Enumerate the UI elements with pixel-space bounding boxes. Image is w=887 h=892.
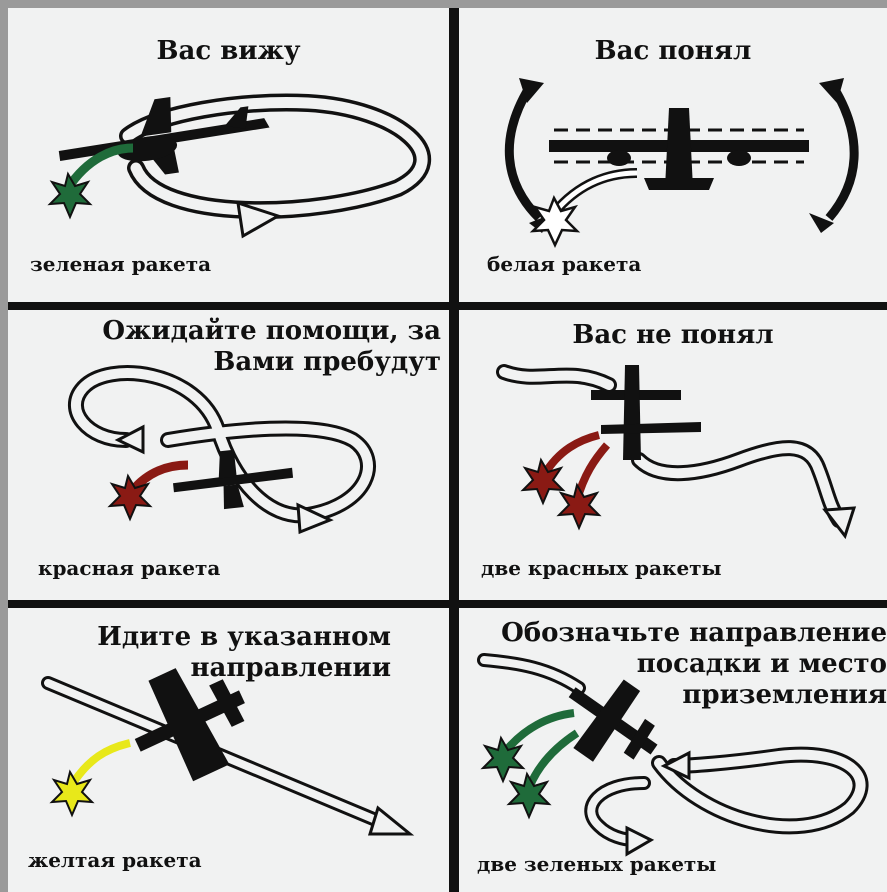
- flare-caption: желтая ракета: [28, 848, 202, 872]
- panel-proceed-direction: Идите в указанном направлении желтая рак…: [8, 608, 449, 892]
- title-line: Идите в указанном: [97, 622, 391, 653]
- panel-await-help: Ожидайте помощи, за Вами пребудут красна…: [8, 310, 449, 600]
- title-line: приземления: [501, 680, 887, 711]
- aircraft-icon: [549, 108, 809, 190]
- signal-flare-icon: [559, 445, 607, 528]
- panel-title: Вас вижу: [8, 36, 449, 67]
- panel-mark-landing: Обозначьте направление посадки и место п…: [459, 608, 887, 892]
- signal-flare-icon: [52, 743, 130, 815]
- title-line: Вас не понял: [459, 320, 887, 351]
- grid-divider: [0, 600, 887, 608]
- title-line: Обозначьте направление: [501, 618, 887, 649]
- flare-caption: красная ракета: [38, 556, 220, 580]
- flare-caption: зеленая ракета: [30, 252, 211, 276]
- title-line: Вас вижу: [8, 36, 449, 67]
- signal-flare-icon: [533, 173, 637, 245]
- title-line: посадки и место: [501, 649, 887, 680]
- signal-flare-icon: [110, 465, 188, 519]
- title-line: Вас понял: [459, 36, 887, 67]
- panel-i-see-you: Вас вижу зеленая ракета: [8, 8, 449, 302]
- grid-border: [0, 0, 887, 8]
- panel-understood: Вас понял белая ракета: [459, 8, 887, 302]
- flare-caption: две зеленых ракеты: [477, 852, 716, 876]
- flare-caption: белая ракета: [487, 252, 641, 276]
- title-line: Ожидайте помощи, за: [102, 316, 441, 347]
- grid-border: [0, 0, 8, 892]
- panel-title: Вас не понял: [459, 320, 887, 351]
- title-line: направлении: [97, 653, 391, 684]
- title-line: Вами пребудут: [102, 347, 441, 378]
- flare-caption: две красных ракеты: [481, 556, 722, 580]
- panel-title: Ожидайте помощи, за Вами пребудут: [102, 316, 441, 378]
- grid-divider: [0, 302, 887, 310]
- panel-not-understood: Вас не понял две красных ракеты: [459, 310, 887, 600]
- panel-title: Вас понял: [459, 36, 887, 67]
- grid-divider: [449, 0, 459, 892]
- panel-title: Обозначьте направление посадки и место п…: [501, 618, 887, 711]
- panel-title: Идите в указанном направлении: [97, 622, 391, 684]
